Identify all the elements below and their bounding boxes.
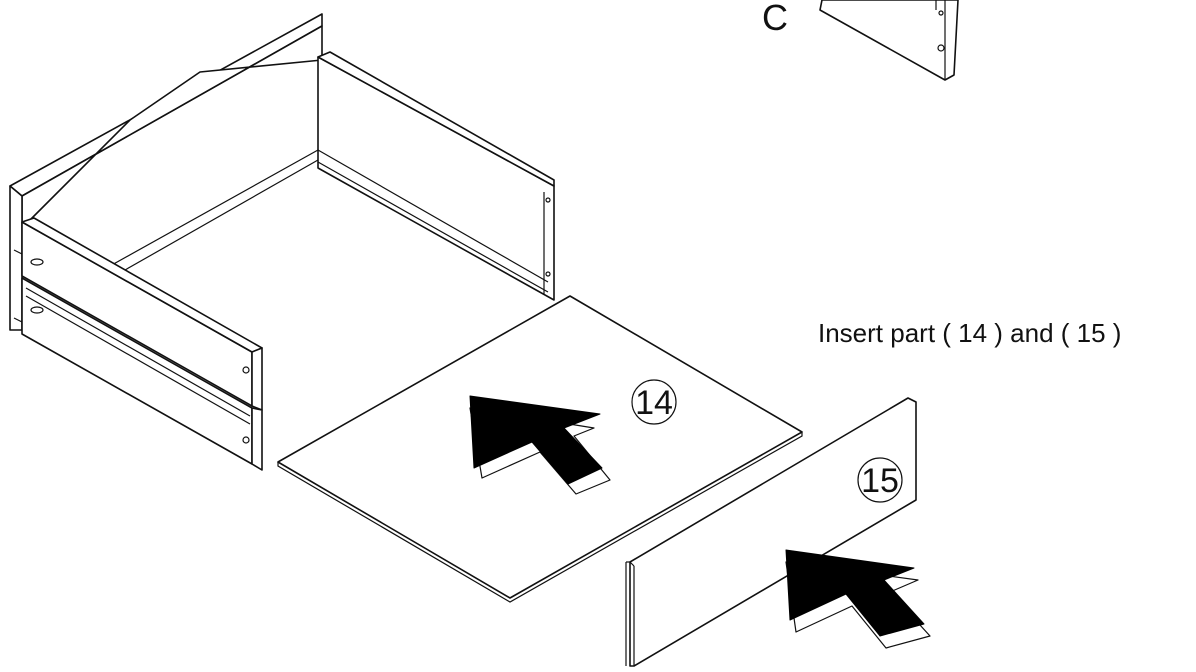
callout-14 [631, 379, 677, 425]
callout-14-number: 14 [635, 384, 673, 422]
callout-15 [857, 457, 903, 503]
drawer-box [9, 13, 555, 471]
insert-arrow-14 [469, 395, 611, 495]
insert-arrow-15 [785, 549, 931, 649]
callout-15-number: 15 [861, 462, 899, 500]
panel-c-label: C [762, 0, 788, 38]
instruction-text: Insert part ( 14 ) and ( 15 ) [818, 318, 1121, 348]
part-15-panel [625, 397, 917, 667]
panel-c [819, 0, 959, 81]
